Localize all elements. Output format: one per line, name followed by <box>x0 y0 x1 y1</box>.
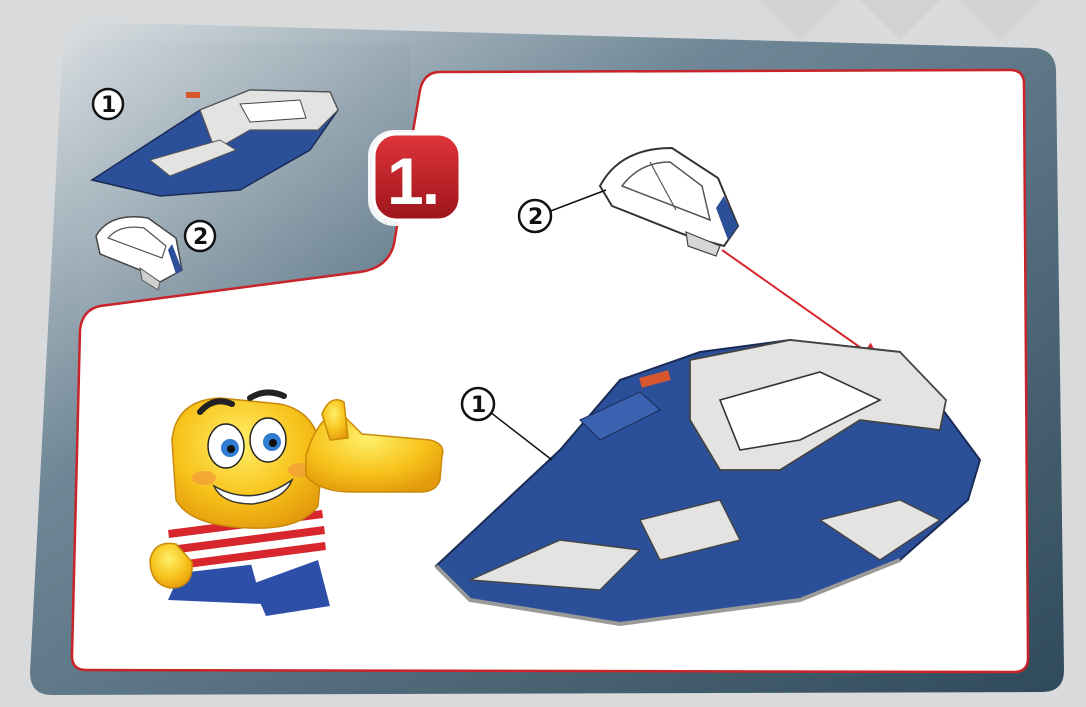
parts-list-number-1: 1 <box>93 89 123 119</box>
step-badge: 1. <box>368 130 464 226</box>
svg-text:2: 2 <box>528 205 543 230</box>
svg-text:1: 1 <box>471 393 486 418</box>
page-background <box>760 0 1040 40</box>
svg-text:2: 2 <box>193 225 208 250</box>
step-number: 1. <box>387 144 438 218</box>
parts-list-number-2: 2 <box>185 221 215 251</box>
svg-text:1: 1 <box>101 93 116 118</box>
